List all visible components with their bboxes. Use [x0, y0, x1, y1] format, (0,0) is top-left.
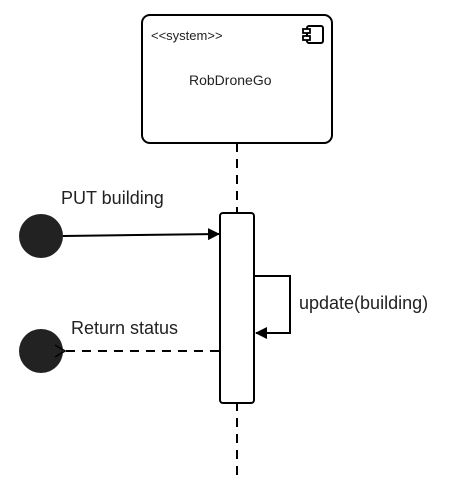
caller-actor[interactable] [19, 214, 63, 258]
activation-bar [219, 212, 255, 404]
participant-stereotype: <<system>> [151, 28, 223, 43]
self-call-arrow [255, 275, 291, 339]
component-icon [302, 25, 324, 44]
response-message-label: Return status [71, 318, 179, 338]
self-call-label: update(building) [299, 293, 429, 313]
receiver-actor[interactable] [19, 329, 63, 373]
request-message-label: PUT building [61, 188, 164, 208]
request-message-arrow [62, 228, 220, 241]
participant-name: RobDroneGo [189, 72, 272, 88]
